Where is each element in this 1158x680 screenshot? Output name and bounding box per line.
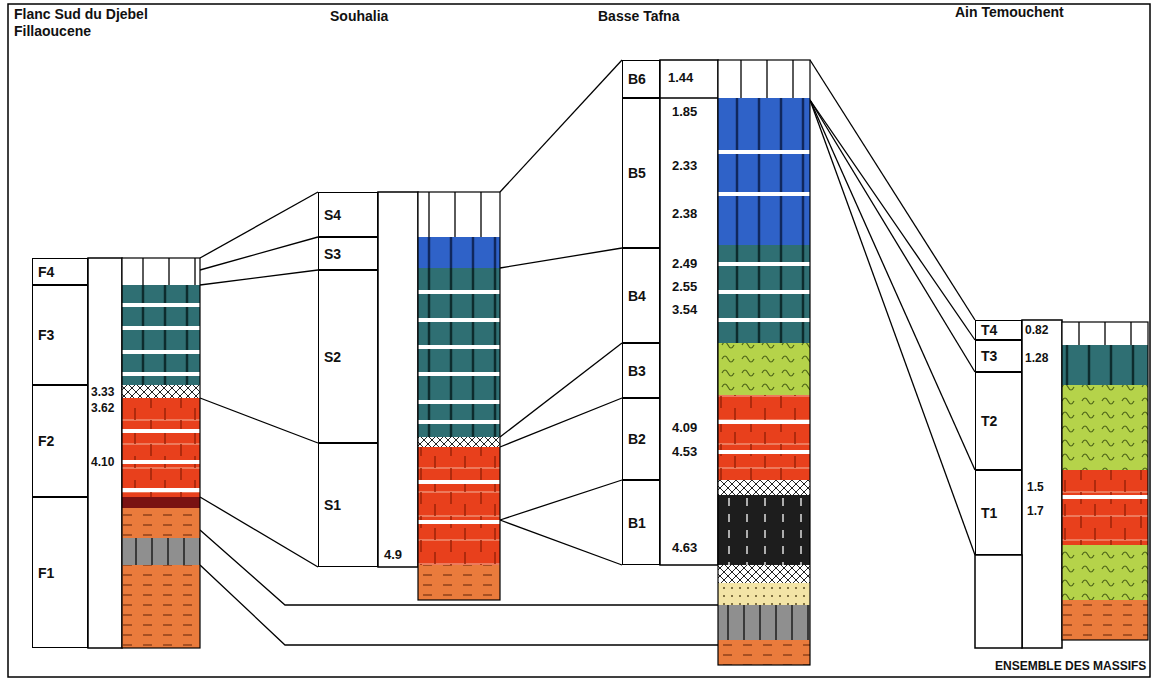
thickness-value: 1.5 <box>1027 480 1044 494</box>
unit-box: T3 <box>975 340 1022 372</box>
unit-label: T1 <box>981 505 997 521</box>
unit-label: B5 <box>628 165 646 181</box>
thickness-value: 2.38 <box>672 206 697 221</box>
unit-box: B5 <box>622 98 660 248</box>
caption-text: ENSEMBLE DES MASSIFS <box>995 659 1146 673</box>
thickness-value: 3.54 <box>672 302 697 317</box>
correlation-lines <box>200 60 975 645</box>
unit-label: B3 <box>628 363 646 379</box>
thickness-value: 2.49 <box>672 256 697 271</box>
thickness-value: 3.33 <box>91 385 114 399</box>
thickness-value: 3.62 <box>91 401 114 415</box>
unit-label: S2 <box>324 349 341 365</box>
thickness-value: 4.9 <box>384 547 402 562</box>
thickness-value: 4.63 <box>672 540 697 555</box>
unit-box: S2 <box>318 270 378 443</box>
unit-label: T4 <box>981 322 997 338</box>
unit-label: B2 <box>628 431 646 447</box>
unit-box: F3 <box>32 285 88 385</box>
thickness-value: 1.7 <box>1027 504 1044 518</box>
unit-label: B6 <box>628 71 646 87</box>
unit-label: B1 <box>628 515 646 531</box>
unit-box: B4 <box>622 248 660 343</box>
thickness-value: 4.10 <box>91 455 114 469</box>
column-title: Basse Tafna <box>598 8 679 25</box>
unit-label: F4 <box>38 264 54 280</box>
unit-label: B4 <box>628 288 646 304</box>
thickness-value: 4.53 <box>672 444 697 459</box>
unit-box: T2 <box>975 372 1022 470</box>
lithology-column <box>1062 322 1148 640</box>
thickness-value: 1.44 <box>668 70 693 85</box>
unit-box: F1 <box>32 497 88 648</box>
column-title: Souhalia <box>330 8 388 25</box>
lithology-column <box>418 192 500 600</box>
unit-label: F3 <box>38 327 54 343</box>
unit-label: S1 <box>324 497 341 513</box>
thickness-value: 1.85 <box>672 104 697 119</box>
unit-label: F2 <box>38 433 54 449</box>
thickness-value: 4.09 <box>672 420 697 435</box>
unit-box: B3 <box>622 343 660 398</box>
unit-box: S1 <box>318 443 378 567</box>
unit-label: F1 <box>38 565 54 581</box>
unit-box: B1 <box>622 480 660 565</box>
thickness-value: 1.28 <box>1025 351 1048 365</box>
lithology-column <box>122 258 200 648</box>
unit-label: T3 <box>981 348 997 364</box>
unit-label: T2 <box>981 413 997 429</box>
thickness-value: 2.55 <box>672 279 697 294</box>
value-strips <box>88 60 1062 648</box>
lithology-column <box>718 60 810 665</box>
column-title: Flanc Sud du Djebel Fillaoucene <box>14 6 199 40</box>
unit-label: S3 <box>324 246 341 262</box>
unit-box: B2 <box>622 398 660 480</box>
unit-label: S4 <box>324 207 341 223</box>
unit-box: B6 <box>622 60 660 98</box>
unit-box: S4 <box>318 192 378 237</box>
column-title: Ain Temouchent <box>955 4 1064 21</box>
unit-box: F4 <box>32 258 88 285</box>
unit-box: T1 <box>975 470 1022 555</box>
unit-box: F2 <box>32 385 88 497</box>
unit-box: S3 <box>318 237 378 270</box>
frame <box>8 4 1150 677</box>
unit-box: T4 <box>975 320 1022 340</box>
thickness-value: 2.33 <box>672 158 697 173</box>
thickness-value: 0.82 <box>1025 323 1048 337</box>
